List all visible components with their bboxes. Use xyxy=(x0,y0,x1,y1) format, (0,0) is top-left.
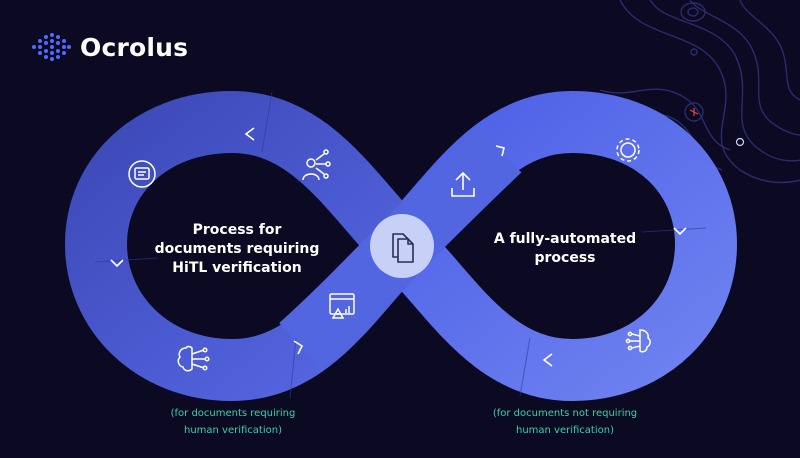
left-note-line-2: human verification) xyxy=(183,425,282,436)
gear-icon xyxy=(616,138,640,162)
chevron-down-icon-right xyxy=(673,227,687,236)
right-loop-label: A fully-automated process xyxy=(480,230,650,268)
chevron-right-icon xyxy=(293,340,304,355)
brand-name: Ocrolus xyxy=(80,32,189,62)
left-note: (for documents requiring human verificat… xyxy=(148,405,318,439)
right-loop xyxy=(379,90,738,402)
chat-cycle-icon xyxy=(128,160,156,188)
right-label-line-1: A fully-automated xyxy=(493,231,637,247)
upload-icon xyxy=(451,171,475,197)
left-loop xyxy=(64,90,425,402)
left-note-line-1: (for documents requiring xyxy=(170,408,296,419)
chevron-down-icon xyxy=(110,259,124,268)
chevron-left-icon-right xyxy=(542,353,553,367)
right-note-line-1: (for documents not requiring xyxy=(492,408,638,419)
left-label-line-3: HiTL verification xyxy=(172,260,302,276)
red-spark-icon xyxy=(689,108,699,116)
ai-brain-icon xyxy=(177,345,210,372)
topo-dot xyxy=(735,137,745,147)
brand-logo: Ocrolus xyxy=(30,32,188,62)
band-dividers xyxy=(94,91,707,399)
left-loop-label: Process for documents requiring HiTL ver… xyxy=(152,221,322,278)
right-note: (for documents not requiring human verif… xyxy=(470,405,660,439)
network-person-icon xyxy=(302,149,331,181)
left-label-line-2: documents requiring xyxy=(154,241,320,257)
dots-logo-icon xyxy=(32,33,71,61)
alert-dashboard-icon xyxy=(329,293,355,319)
right-note-line-2: human verification) xyxy=(515,425,614,436)
left-label-line-1: Process for xyxy=(192,222,282,238)
robot-brain-icon xyxy=(625,329,651,353)
chevron-left-icon xyxy=(244,127,255,141)
documents-icon xyxy=(392,233,414,263)
right-label-line-2: process xyxy=(534,250,596,266)
chevron-upright-icon xyxy=(495,145,505,157)
